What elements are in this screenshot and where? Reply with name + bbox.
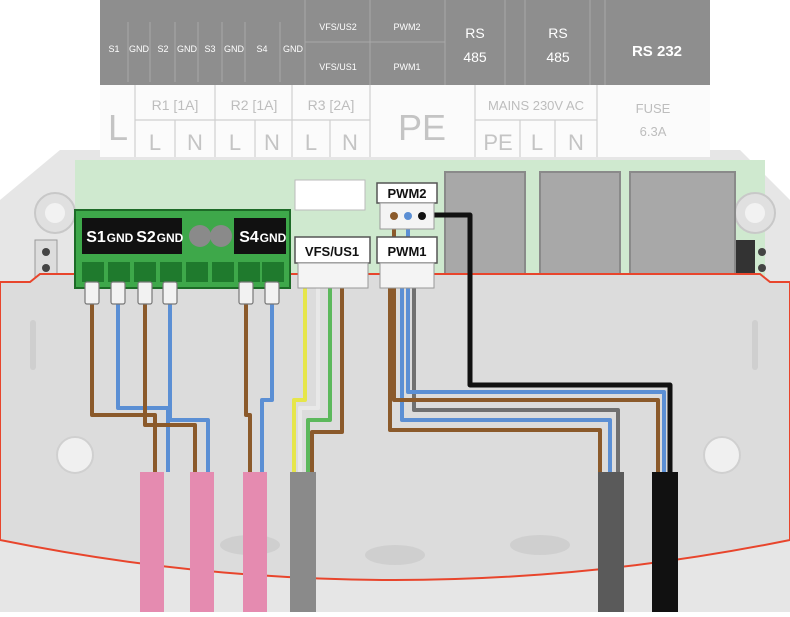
blk-gnd-4: GND <box>260 231 287 245</box>
connector-vfs-us1 <box>294 236 371 289</box>
relay-2 <box>539 171 621 278</box>
ferrules <box>84 281 280 305</box>
lbl-pwm1: PWM1 <box>388 244 427 259</box>
hdr-gnd-1: GND <box>129 44 150 54</box>
blk-gnd-2: GND <box>157 231 184 245</box>
wire-pwm1-grey <box>412 285 620 472</box>
wire-s4-brown <box>244 300 252 472</box>
hdr-gnd-4: GND <box>283 44 304 54</box>
hdr-rs232: RS 232 <box>632 43 682 60</box>
wire-s2-gnd-blue <box>168 300 210 472</box>
wire-vfs-white <box>298 285 320 472</box>
term-r1-l: L <box>149 130 161 155</box>
housing-hole-left <box>56 436 94 474</box>
term-r3-l: L <box>305 130 317 155</box>
hdr-rs485-b-2: 485 <box>546 49 570 65</box>
hdr-s4: S4 <box>256 44 267 54</box>
term-mains-pe: PE <box>483 130 512 155</box>
cables <box>140 472 678 612</box>
term-pe-big: PE <box>398 107 446 148</box>
blk-s1: S1 <box>86 229 106 246</box>
wire-s4-gnd-blue <box>260 300 274 472</box>
hdr-pwm2: PWM2 <box>394 22 421 32</box>
term-r1-n: N <box>187 130 203 155</box>
wire-pwm2-blue <box>406 220 666 472</box>
green-block-labels: S1 GND S2 GND S4 GND <box>86 229 286 246</box>
wire-pwm2-brown <box>392 220 660 472</box>
term-ln-labels: L N L N L N PE L N <box>149 130 584 155</box>
green-terminal-block <box>74 209 291 289</box>
hdr-gnd-3: GND <box>224 44 245 54</box>
terminal-strip <box>100 85 710 157</box>
connector-pwm2 <box>376 182 438 230</box>
relay-3 <box>629 171 736 278</box>
term-r1: R1 [1A] <box>152 97 199 113</box>
blk-s2: S2 <box>136 229 156 246</box>
term-fuse-1: FUSE <box>636 101 671 116</box>
hdr-pwm1: PWM1 <box>394 62 421 72</box>
jumper-left <box>34 239 58 279</box>
hdr-gnd-2: GND <box>177 44 198 54</box>
wire-pwm1-blue <box>400 285 612 472</box>
small-connector <box>294 179 366 211</box>
connector-pwm1 <box>376 236 438 289</box>
wire-s1-brown <box>90 300 157 472</box>
hdr-vfs-us2: VFS/US2 <box>319 22 357 32</box>
wire-vfs-green <box>306 285 332 472</box>
hdr-s3: S3 <box>204 44 215 54</box>
lbl-pwm2: PWM2 <box>388 186 427 201</box>
wire-s2-brown <box>143 300 197 472</box>
blk-gnd-1: GND <box>107 231 134 245</box>
term-r3-n: N <box>342 130 358 155</box>
term-mains-n: N <box>568 130 584 155</box>
cable-black <box>652 472 678 612</box>
term-l-big: L <box>108 107 128 148</box>
wire-pwm2-black <box>422 212 673 472</box>
wire-vfs-yellow <box>292 285 307 472</box>
hdr-rs485-b-1: RS <box>548 25 567 41</box>
hdr-vfs-us1: VFS/US1 <box>319 62 357 72</box>
housing-hole-right <box>703 436 741 474</box>
cable-pink-2 <box>190 472 214 612</box>
header-bar <box>100 0 710 85</box>
term-fuse-2: 6.3A <box>640 124 667 139</box>
hdr-rs485-a-2: 485 <box>463 49 487 65</box>
term-mains-l: L <box>531 130 543 155</box>
lbl-vfs-us1: VFS/US1 <box>305 244 359 259</box>
wire-pwm1-brown <box>388 285 602 472</box>
jumper-right <box>735 240 766 278</box>
hdr-s1: S1 <box>108 44 119 54</box>
term-r3: R3 [2A] <box>308 97 355 113</box>
term-r2: R2 [1A] <box>231 97 278 113</box>
hdr-s2: S2 <box>157 44 168 54</box>
header-sensor-labels: S1 GND S2 GND S3 GND S4 GND <box>108 44 303 54</box>
hdr-rs485-a-1: RS <box>465 25 484 41</box>
blk-s4: S4 <box>239 229 259 246</box>
cable-grey-2 <box>598 472 624 612</box>
cable-pink-1 <box>140 472 164 612</box>
term-mains: MAINS 230V AC <box>488 98 584 113</box>
cable-pink-3 <box>243 472 267 612</box>
wire-vfs-brown <box>310 285 344 472</box>
pcb-screw-left <box>34 192 76 234</box>
wires <box>90 212 673 472</box>
pcb-screw-right <box>734 192 776 234</box>
term-r2-n: N <box>264 130 280 155</box>
term-r2-l: L <box>229 130 241 155</box>
cable-grey-1 <box>290 472 316 612</box>
relay-1 <box>444 171 526 278</box>
